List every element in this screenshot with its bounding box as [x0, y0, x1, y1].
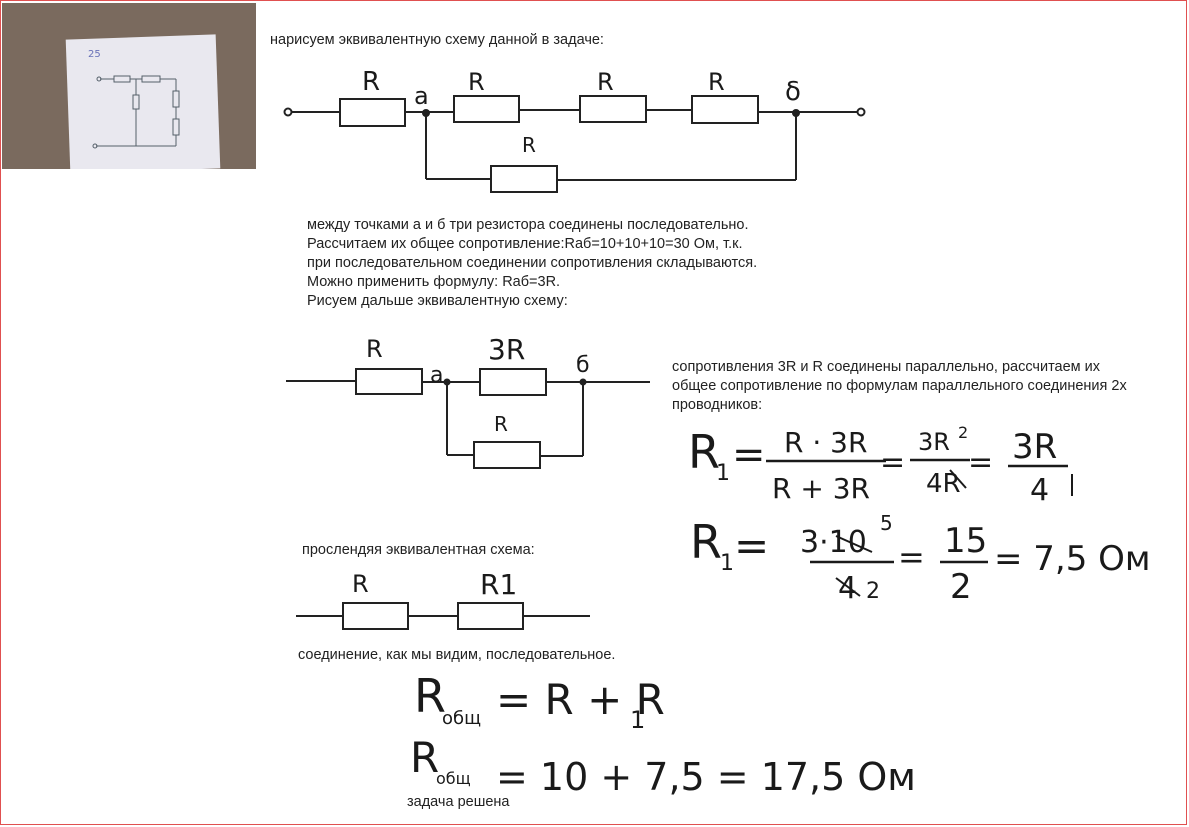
f2-eq: = [734, 521, 769, 570]
f2-frac2-den: 2 [950, 567, 972, 607]
f2-den-sub: 2 [866, 579, 880, 604]
f3-rhs-sub: 1 [630, 706, 645, 734]
intro-text: нарисуем эквивалентную схему данной в за… [270, 32, 604, 48]
resistor-c2-left [355, 368, 423, 395]
c2-label-r-bottom: R [494, 412, 508, 436]
f3-lhs-sub: общ [442, 708, 481, 729]
f2-num-sup: 5 [880, 511, 893, 535]
c1-label-r2: R [597, 68, 614, 96]
f1-frac3-den: 4 [1030, 473, 1049, 508]
resistor-c1-bottom [490, 165, 558, 193]
paragraph1-line2: Рассчитаем их общее сопротивление:Rаб=10… [307, 236, 743, 252]
paragraph1-line3: при последовательном соединении сопротив… [307, 255, 758, 271]
f2-lhs-sub: 1 [720, 551, 734, 576]
paragraph2-line2: общее сопротивление по формулам параллел… [672, 378, 1127, 394]
f4-lhs: R [410, 733, 439, 782]
f1-frac2-num: 3R [918, 428, 950, 456]
paragraph1-line4: Можно применить формулу: Rаб=3R. [307, 274, 561, 290]
c1-label-r-bottom: R [522, 133, 536, 157]
f3-rhs: = R + R [496, 675, 665, 724]
terminal-left [283, 107, 293, 117]
circuit-2 [286, 368, 650, 469]
paragraph5-text: задача решена [407, 794, 510, 810]
formula-2: R 1 = 3·10 5 4 2 = 15 2 = 7,5 Ом [690, 511, 1151, 607]
resistor-c1-2 [579, 95, 647, 123]
f3-lhs: R [414, 669, 446, 723]
resistor-c3-r1 [457, 602, 524, 630]
c2-label-node-b: б [576, 353, 590, 378]
circuit-1 [283, 95, 866, 193]
photo-sketch: 25 [88, 49, 180, 149]
c2-node-b-dot [579, 378, 587, 386]
resistor-c1-1 [453, 95, 520, 123]
f1-eq3: = [968, 445, 993, 480]
f1-frac2-num-sup: 2 [958, 423, 968, 442]
f1-frac1-num: R · 3R [784, 426, 867, 459]
paragraph1-line1: между точками а и б три резистора соедин… [307, 217, 749, 233]
paragraph2-line1: сопротивления 3R и R соединены параллель… [672, 359, 1101, 375]
formula-4: R общ = 10 + 7,5 = 17,5 Ом [410, 733, 916, 799]
terminal-right [856, 107, 866, 117]
c2-label-node-a: a [430, 363, 443, 388]
f2-frac2-num: 15 [944, 521, 987, 561]
f1-eq2: = [880, 445, 905, 480]
formula-1: R 1 = R · 3R R + 3R = 3R 2 4R = 3R 4 [688, 423, 1057, 508]
paragraph1-line5: Рисуем дальше эквивалентную схему: [307, 293, 568, 309]
c1-label-r-left: R [362, 67, 380, 97]
resistor-c3-r [342, 602, 409, 630]
f2-result: = 7,5 Ом [994, 539, 1151, 579]
f2-lhs: R [690, 515, 722, 569]
c1-label-node-b: δ [785, 77, 801, 107]
f1-eq: = [732, 432, 766, 478]
c2-label-r-left: R [366, 335, 383, 363]
c1-label-node-a: a [414, 82, 429, 110]
resistor-c2-bottom [473, 441, 541, 469]
f4-lhs-sub: общ [436, 769, 471, 788]
photo-label: 25 [88, 49, 101, 60]
formula-2-bars [810, 535, 988, 597]
c3-label-r: R [352, 570, 369, 598]
resistor-c1-3 [691, 95, 759, 124]
c1-label-r1: R [468, 68, 485, 96]
paragraph2-line3: проводников: [672, 397, 763, 413]
node-a-dot [422, 109, 430, 117]
f1-frac2-den: 4R [926, 469, 961, 499]
node-b-dot [792, 109, 800, 117]
circuit-3 [296, 602, 590, 630]
paragraph3-text: прослендяя эквивалентная схема: [302, 542, 535, 558]
paragraph4-text: соединение, как мы видим, последовательн… [298, 647, 616, 663]
f2-eq2: = [898, 538, 925, 576]
f2-num: 3·10 [800, 525, 867, 560]
f1-lhs-sub: 1 [716, 461, 730, 486]
c3-label-r1: R1 [480, 568, 517, 601]
f1-frac3-num: 3R [1012, 427, 1057, 467]
problem-photo: 25 [2, 3, 256, 169]
f1-lhs: R [688, 425, 720, 479]
resistor-c2-top [479, 368, 547, 396]
formula-3: R общ = R + R 1 [414, 669, 665, 734]
c2-label-r-top: 3R [488, 333, 525, 366]
f2-den: 4 [838, 571, 857, 606]
resistor-c1-left [339, 98, 406, 127]
f4-rhs: = 10 + 7,5 = 17,5 Ом [496, 755, 916, 799]
c2-node-a-dot [443, 378, 451, 386]
c1-label-r3: R [708, 68, 725, 96]
f1-frac1-den: R + 3R [772, 472, 870, 505]
formula-1-bars [766, 458, 1073, 496]
